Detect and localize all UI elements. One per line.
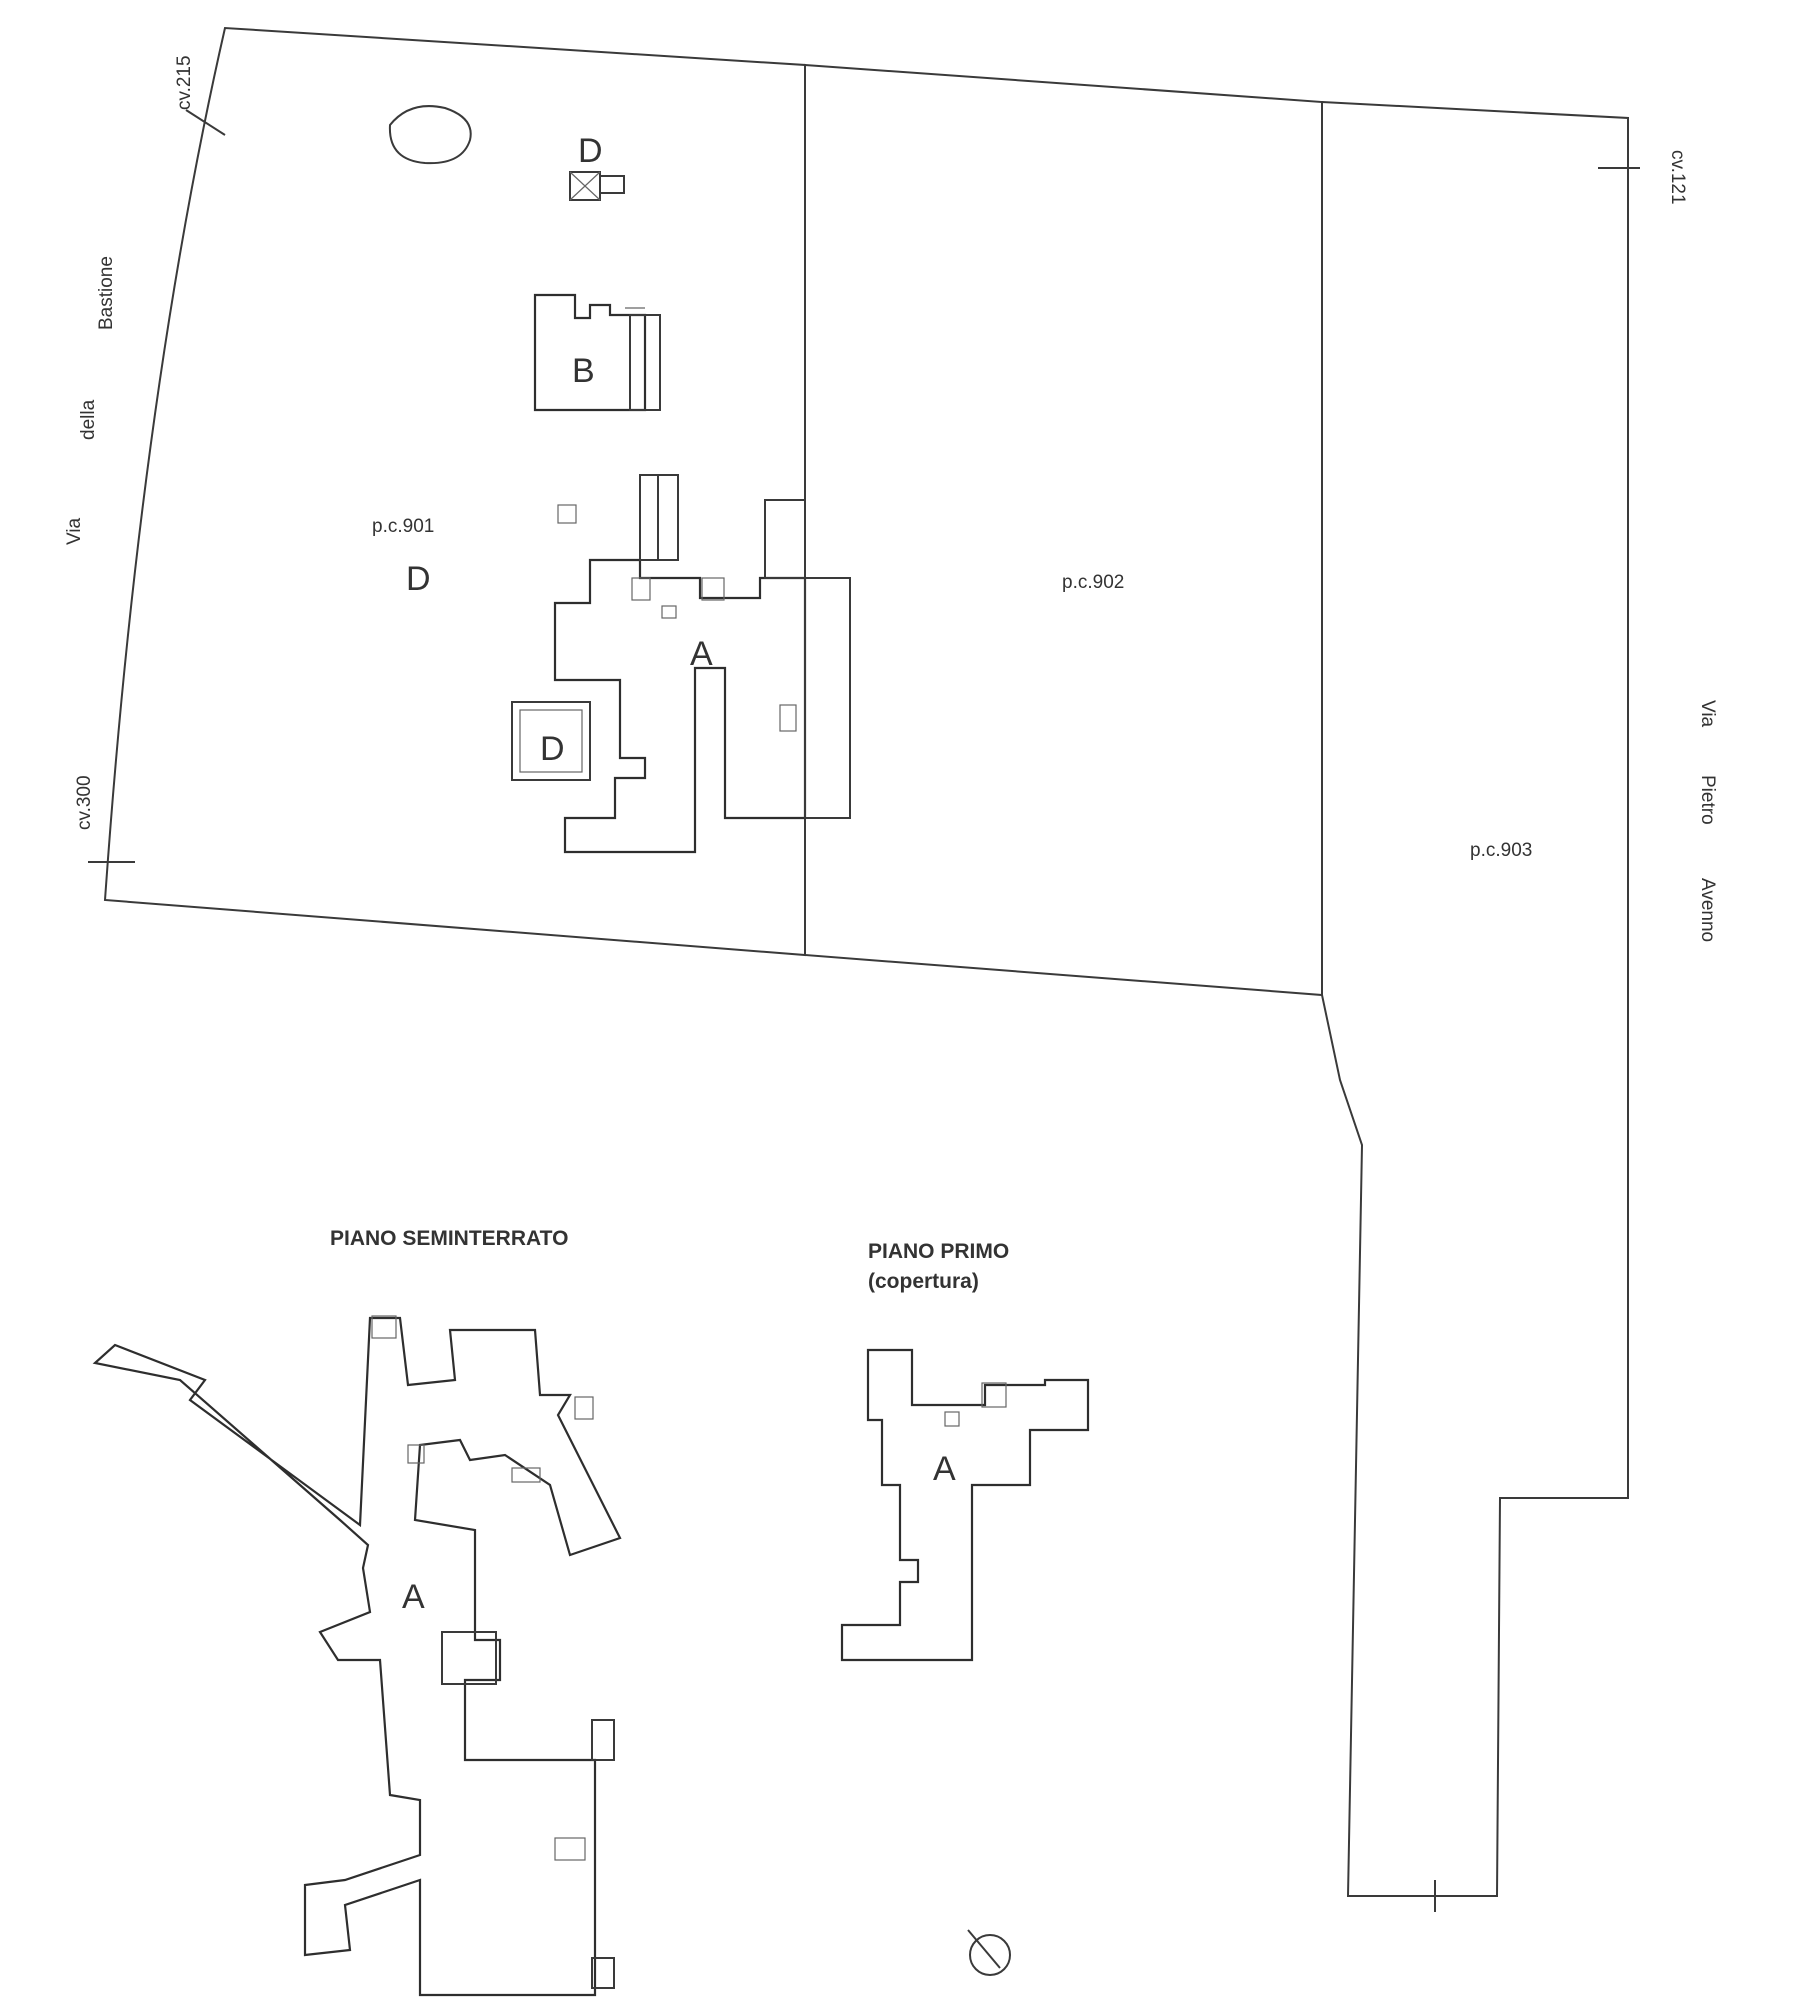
building-d-top: D xyxy=(569,132,625,201)
lot-903-boundary xyxy=(1321,100,1629,1897)
street-via-pietro: Via Pietro Avenno xyxy=(1697,700,1718,942)
basement-floor-plan: A xyxy=(92,1315,622,1997)
lot-902-boundary xyxy=(804,63,1323,997)
level-label: cv.121 xyxy=(1667,150,1688,205)
building-label: D xyxy=(578,132,603,170)
parcel-label-902: p.c.902 xyxy=(1062,572,1124,593)
pond-outline xyxy=(388,105,472,165)
street-via-bastione: Via della Bastione xyxy=(64,256,117,545)
parcel-label-903: p.c.903 xyxy=(1470,840,1532,861)
building-label: B xyxy=(572,352,595,390)
level-mark-line xyxy=(185,109,226,136)
parcel-label-901: p.c.901 xyxy=(372,516,434,537)
building-label: A xyxy=(690,635,713,673)
level-label: cv.215 xyxy=(174,55,195,110)
first-floor-title: PIANO PRIMO xyxy=(868,1240,1009,1263)
north-arrow-icon xyxy=(967,1929,1011,1976)
first-floor-subtitle: (copertura) xyxy=(868,1270,979,1293)
building-label: A xyxy=(402,1578,425,1616)
street-word: della xyxy=(78,399,99,440)
street-word: Via xyxy=(64,517,85,545)
building-label: A xyxy=(933,1450,956,1488)
street-word: Bastione xyxy=(96,256,117,330)
first-floor-plan: A xyxy=(840,1348,1090,1662)
building-b: B xyxy=(533,293,661,412)
building-label-d-mid: D xyxy=(406,560,431,598)
level-label: cv.300 xyxy=(74,775,95,830)
building-a: A xyxy=(553,474,851,854)
street-word: Pietro xyxy=(1697,775,1718,825)
street-word: Avenno xyxy=(1697,878,1718,942)
level-marks: cv.215 cv.121 cv.300 xyxy=(74,55,1688,1912)
lot-boundaries xyxy=(103,26,1629,1897)
lot-901-boundary xyxy=(103,26,806,957)
building-d-small: D xyxy=(511,701,591,781)
basement-floor-title: PIANO SEMINTERRATO xyxy=(330,1227,568,1250)
building-label: D xyxy=(540,730,565,768)
street-word: Via xyxy=(1697,700,1718,728)
